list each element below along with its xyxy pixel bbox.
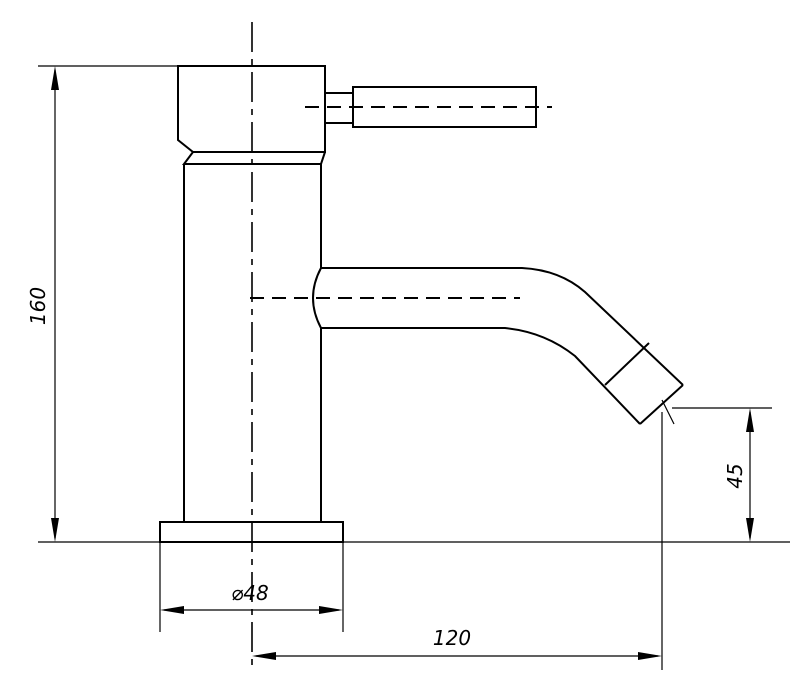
lever-handle: [305, 86, 552, 128]
spout-root: [312, 267, 322, 329]
spout: [250, 267, 684, 425]
arrow-top-45: [746, 408, 754, 432]
housing-collar: [182, 151, 326, 165]
dimension-label-48: ⌀48: [231, 581, 269, 605]
arrow-left-120: [252, 652, 276, 660]
dimension-spout-height-45: 45: [672, 407, 772, 542]
outlet-centerline: [661, 399, 675, 425]
arrow-bottom-45: [746, 518, 754, 542]
dimension-label-45: 45: [723, 463, 747, 488]
arrow-left-48: [160, 606, 184, 614]
aerator-band: [604, 342, 650, 386]
spout-upper-edge: [321, 267, 684, 386]
spout-lower-edge: [321, 327, 641, 425]
dimension-label-120: 120: [433, 626, 471, 650]
dimension-diameter-48: ⌀48: [159, 542, 344, 632]
spout-tip: [639, 384, 684, 425]
dimension-reach-120: 120: [252, 412, 663, 670]
handle-housing: [177, 65, 326, 153]
arrow-bottom-160: [51, 518, 59, 542]
arrow-top-160: [51, 66, 59, 90]
dimension-label-160: 160: [26, 287, 50, 325]
arrow-right-120: [638, 652, 662, 660]
dimension-height-160: 160: [26, 65, 790, 543]
arrow-right-48: [319, 606, 343, 614]
